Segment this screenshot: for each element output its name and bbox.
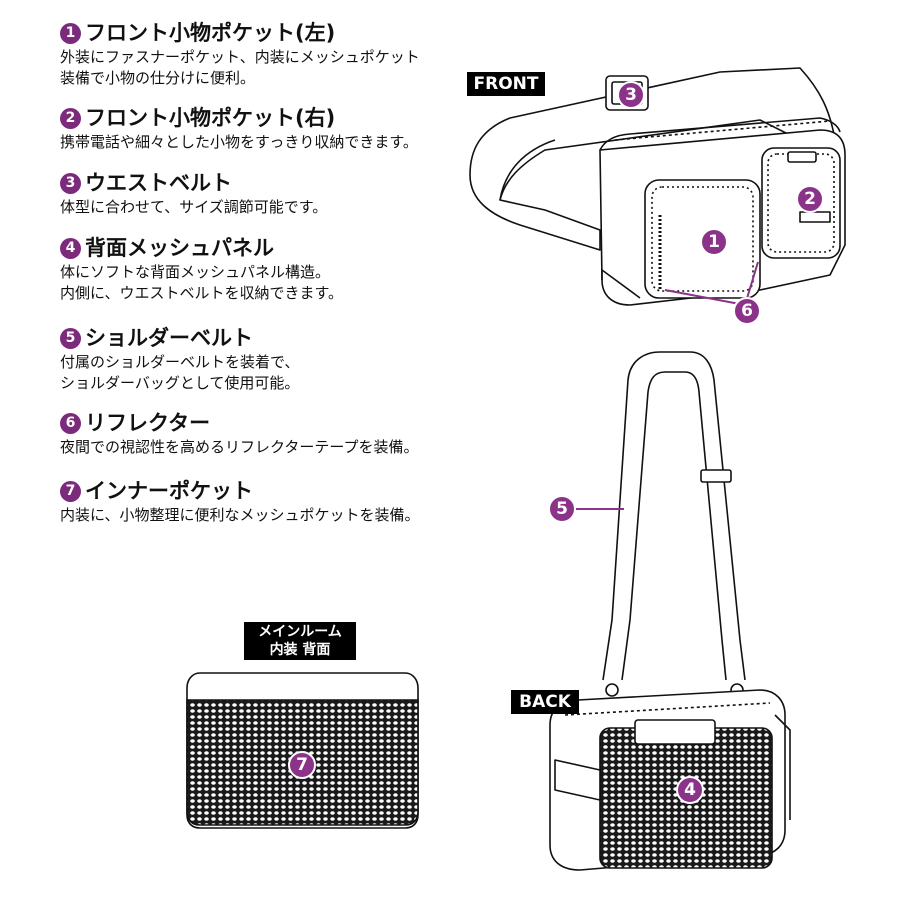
number-badge-7: 7 [60, 480, 81, 502]
feature-description: 内装に、小物整理に便利なメッシュポケットを装備。 [60, 506, 420, 524]
callout-4: 4 [676, 776, 704, 804]
feature-description: 夜間での視認性を高めるリフレクターテープを装備。 [60, 438, 419, 456]
callout-7: 7 [288, 751, 316, 779]
number-badge-4: 4 [60, 237, 81, 259]
callout-2: 2 [796, 185, 824, 213]
callout-6: 6 [733, 297, 761, 325]
feature-title: フロント小物ポケット(右) [85, 106, 336, 130]
inner-view-label: メインルーム 内装 背面 [244, 622, 356, 660]
feature-title: ウエストベルト [85, 171, 232, 195]
callout-1: 1 [700, 228, 728, 256]
feature-description: 外装にファスナーポケット、内装にメッシュポケット 装備で小物の仕分けに便利。 [60, 48, 420, 87]
inner-view-label-line1: メインルーム [258, 624, 342, 640]
shoulder-strap-illustration [576, 351, 746, 697]
feature-title: フロント小物ポケット(左) [85, 21, 336, 45]
inner-view-label-line2: 内装 背面 [269, 642, 331, 658]
front-view-label: FRONT [467, 72, 545, 96]
feature-title: ショルダーベルト [85, 326, 253, 350]
feature-description: 付属のショルダーベルトを装着で、 ショルダーバッグとして使用可能。 [60, 353, 300, 392]
number-badge-5: 5 [60, 327, 81, 349]
feature-description: 携帯電話や細々とした小物をすっきり収納できます。 [60, 133, 418, 151]
back-view-label: BACK [511, 690, 579, 714]
feature-description: 体にソフトな背面メッシュパネル構造。 内側に、ウエストベルトを収納できます。 [60, 263, 344, 302]
number-badge-6: 6 [60, 412, 81, 434]
front-bag-illustration [469, 67, 846, 306]
feature-description: 体型に合わせて、サイズ調節可能です。 [60, 198, 328, 216]
number-badge-2: 2 [60, 107, 81, 129]
callout-5: 5 [548, 495, 576, 523]
back-bag-illustration [549, 689, 791, 871]
feature-title: リフレクター [85, 411, 211, 435]
feature-title: インナーポケット [85, 479, 253, 503]
callout-3: 3 [617, 81, 645, 109]
number-badge-3: 3 [60, 172, 81, 194]
feature-title: 背面メッシュパネル [85, 236, 274, 260]
number-badge-1: 1 [60, 22, 81, 44]
